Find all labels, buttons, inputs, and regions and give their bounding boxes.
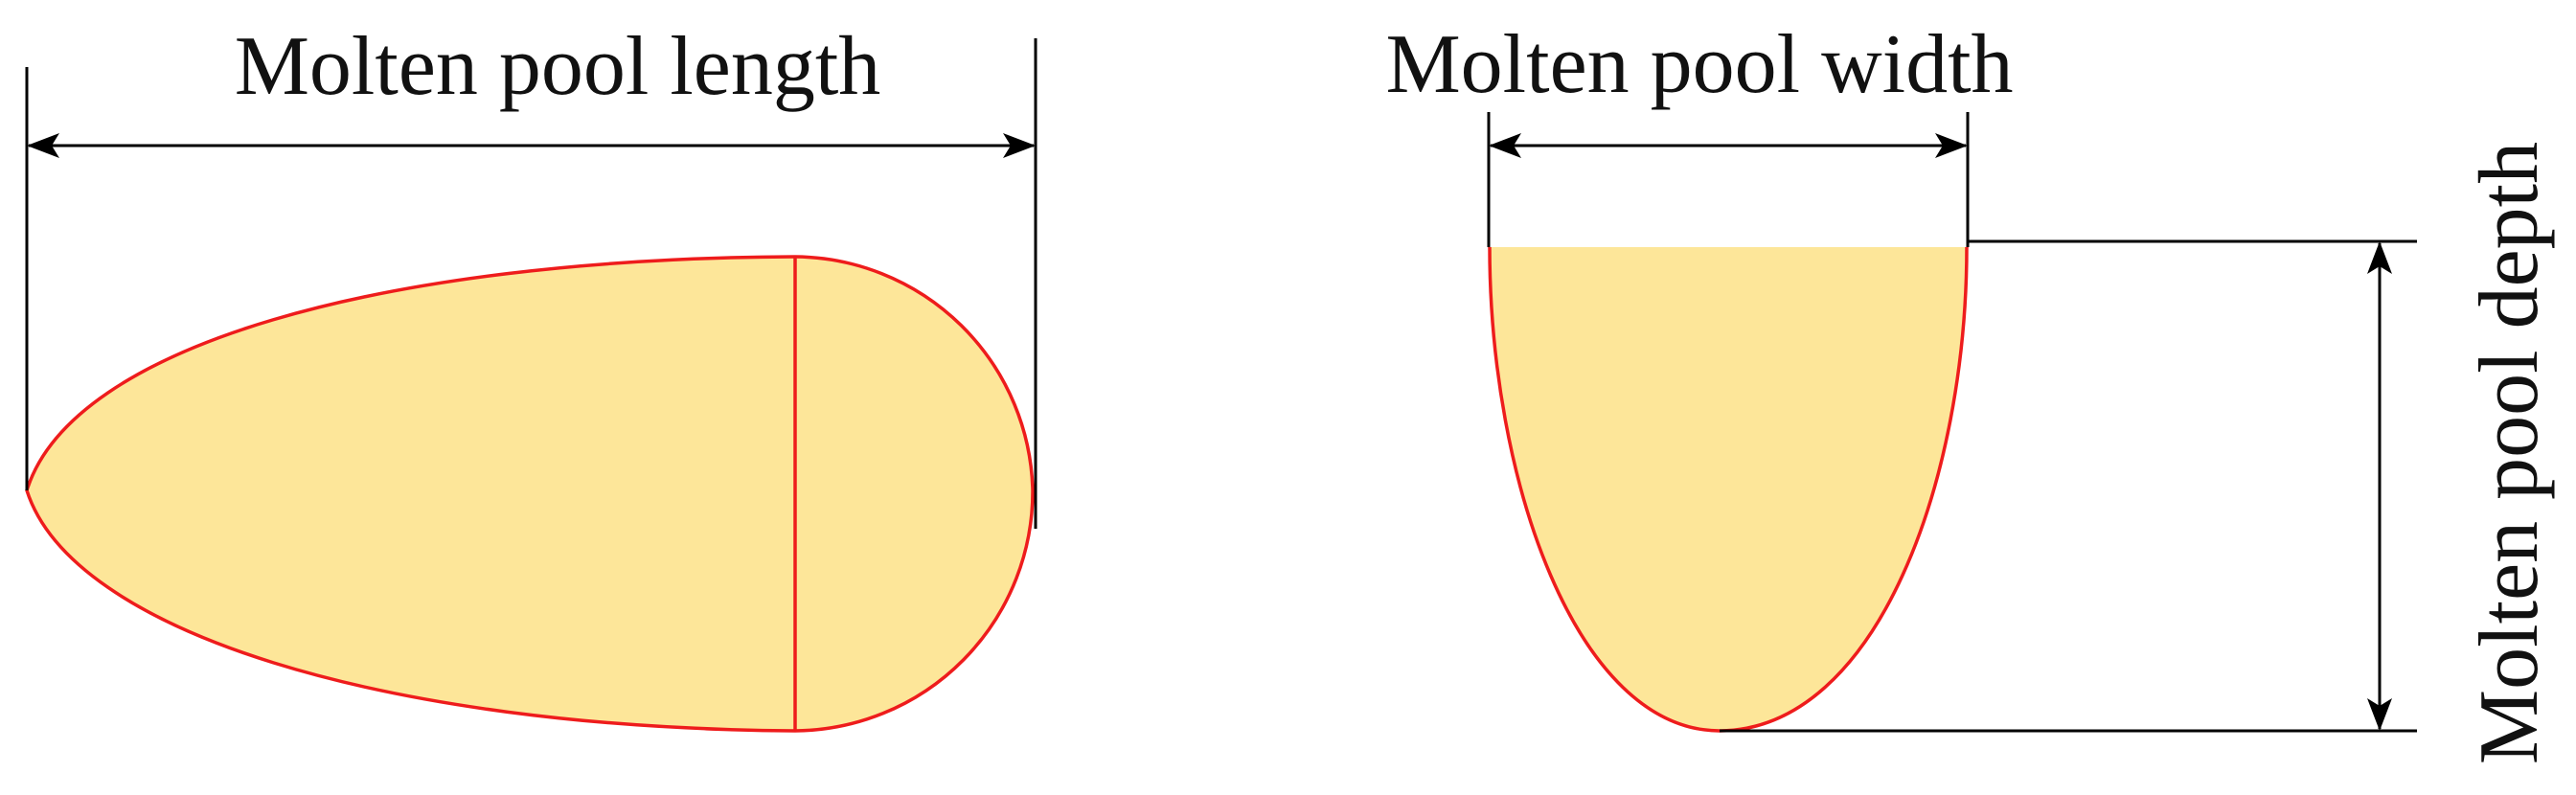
top-view-pool-fill <box>27 257 1034 731</box>
width-label: Molten pool width <box>1385 18 2013 111</box>
top-view-group: Molten pool length <box>25 20 1037 733</box>
cross-section-group: Molten pool width Molten pool depth <box>1385 18 2556 764</box>
length-label: Molten pool length <box>235 20 881 113</box>
cross-section-pool-fill <box>1490 247 1967 731</box>
depth-label: Molten pool depth <box>2463 142 2556 764</box>
top-view-pool-outline <box>25 255 1035 733</box>
